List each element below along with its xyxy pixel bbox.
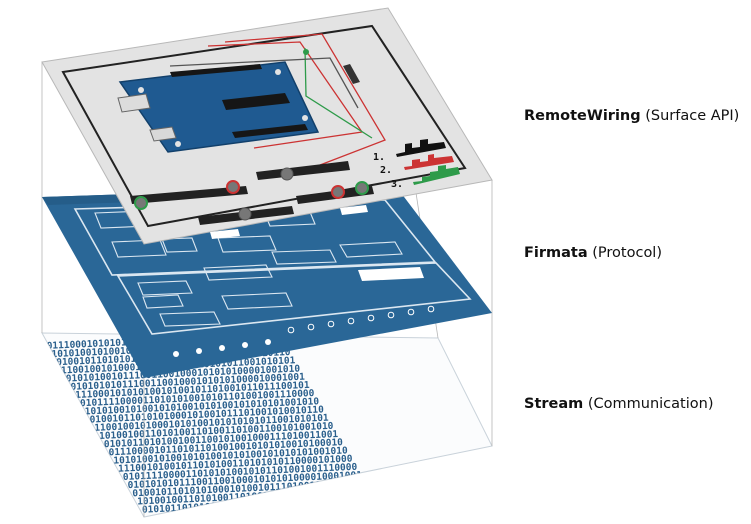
surface-white-key-2 (210, 229, 240, 239)
step-indicators: 1. 2. 3. (373, 139, 460, 190)
layer-role-surface: (Surface API) (645, 108, 740, 124)
resistor (343, 64, 360, 84)
power-jack (149, 126, 177, 142)
step-bars-red (404, 154, 454, 170)
layer-role-protocol: (Protocol) (592, 245, 662, 261)
slider-knob-3 (280, 167, 294, 181)
slider-track-1 (130, 186, 248, 204)
layer-name-stream: Stream (524, 396, 584, 412)
layer-label-surface: RemoteWiring (Surface API) (524, 108, 739, 124)
usb-connector (117, 93, 151, 113)
layer-name-surface: RemoteWiring (524, 108, 641, 124)
surface-inner-frame (61, 24, 467, 228)
slider-knob-2 (226, 180, 240, 194)
slider-knob-1 (134, 196, 148, 210)
slider-knob-5 (355, 181, 369, 195)
layer-name-protocol: Firmata (524, 245, 588, 261)
slider-controls (130, 161, 374, 225)
surface-white-key-1 (340, 205, 368, 215)
header-top (170, 64, 262, 77)
slider-knob-4 (331, 185, 345, 199)
protocol-highlight-field (358, 267, 424, 281)
wire-red (207, 41, 364, 149)
slider-track-2 (256, 161, 350, 180)
step-bars-black (396, 139, 446, 157)
microcontroller-board (117, 61, 320, 153)
step-number-2: 2. (380, 165, 392, 176)
chip (222, 93, 290, 110)
layer-label-stream: Stream (Communication) (524, 396, 713, 412)
layer-role-stream: (Communication) (587, 396, 714, 412)
surface-layer: 1. 2. 3. (41, 7, 493, 245)
header-bottom (232, 124, 308, 138)
step-bars-green (413, 165, 460, 185)
wire-red-2 (224, 33, 386, 166)
protocol-frame-main (116, 262, 472, 335)
stream-layer: 0111000101010101100101010101000010010100… (41, 332, 493, 518)
layer-label-protocol: Firmata (Protocol) (524, 245, 662, 261)
slider-knob-6 (238, 207, 252, 221)
binary-bitstream: 0111000101010101100101010101000010010100… (47, 333, 377, 516)
protocol-indicator-dots (173, 305, 435, 357)
wire-dark (169, 57, 359, 109)
circuit-wires (169, 33, 386, 166)
wire-green (304, 47, 373, 139)
step-number-3: 3. (391, 179, 403, 190)
step-number-1: 1. (373, 152, 385, 163)
